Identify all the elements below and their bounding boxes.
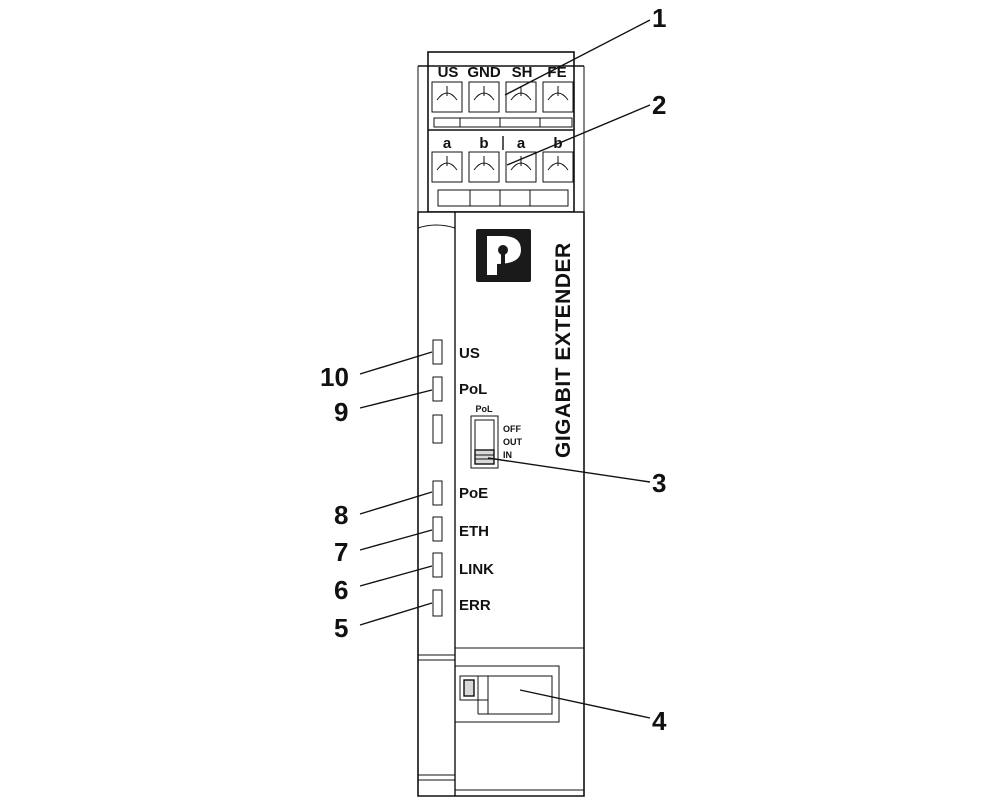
led-pol-2 [432, 414, 443, 444]
callout-10: 10 [320, 362, 349, 392]
product-name: GIGABIT EXTENDER [552, 242, 575, 458]
callout-8: 8 [334, 500, 348, 530]
terminal-label-us: US [438, 64, 459, 81]
rj45-port [454, 665, 560, 723]
callout-3: 3 [652, 468, 666, 498]
led-us [432, 339, 443, 365]
terminal-row-1 [431, 81, 574, 128]
terminal-block: US GND SH FE a b a b [417, 51, 585, 213]
callout-7: 7 [334, 537, 348, 567]
brand-logo [476, 229, 531, 282]
led-label-pol: PoL [459, 381, 487, 398]
switch-pos-off: OFF [503, 424, 521, 434]
device-housing [417, 211, 585, 797]
led-pol [432, 376, 443, 402]
terminal-label-a1: a [443, 135, 452, 152]
terminal-label-sh: SH [512, 64, 533, 81]
led-label-link: LINK [459, 561, 494, 578]
terminal-label-fe: FE [547, 64, 566, 81]
callout-1: 1 [652, 3, 666, 33]
terminal-row-2 [431, 136, 574, 207]
switch-slider [474, 449, 495, 465]
terminal-label-a2: a [517, 135, 526, 152]
led-label-us: US [459, 345, 480, 362]
switch-pos-out: OUT [503, 437, 523, 447]
callout-4: 4 [652, 706, 667, 736]
terminal-label-b1: b [479, 135, 488, 152]
led-column [432, 339, 443, 617]
led-label-poe: PoE [459, 485, 488, 502]
switch-pos-in: IN [503, 450, 512, 460]
pol-switch: PoL OFF OUT IN [470, 404, 523, 469]
callout-5: 5 [334, 613, 348, 643]
led-err [432, 589, 443, 617]
switch-title: PoL [476, 404, 494, 414]
terminal-label-gnd: GND [467, 64, 501, 81]
callout-2: 2 [652, 90, 666, 120]
callout-9: 9 [334, 397, 348, 427]
led-link [432, 552, 443, 578]
led-label-eth: ETH [459, 523, 489, 540]
led-eth [432, 516, 443, 542]
led-poe [432, 480, 443, 506]
led-label-err: ERR [459, 597, 491, 614]
callout-leaders [359, 19, 651, 719]
callout-6: 6 [334, 575, 348, 605]
